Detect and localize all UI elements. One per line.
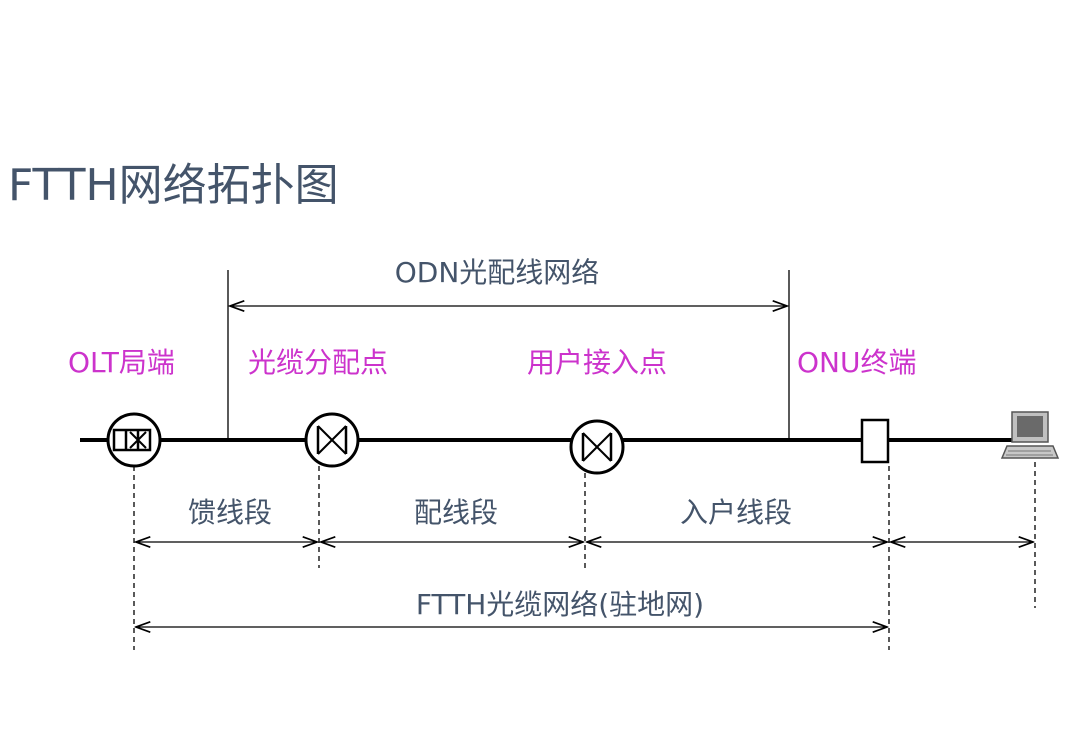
page-title: FTTH网络拓扑图 xyxy=(8,160,339,211)
onu-node-icon xyxy=(860,418,890,464)
computer-icon xyxy=(1000,411,1060,459)
ftth-network-label: FTTH光缆网络(驻地网) xyxy=(416,588,704,621)
drop-segment-label: 入户线段 xyxy=(680,496,792,529)
cable-distribution-label: 光缆分配点 xyxy=(248,346,388,379)
distribution-segment-label: 配线段 xyxy=(414,496,498,529)
onu-label: ONU终端 xyxy=(797,346,916,379)
olt-label: OLT局端 xyxy=(68,346,175,379)
odn-label: ODN光配线网络 xyxy=(395,256,600,289)
user-access-node-icon xyxy=(569,419,625,475)
feeder-segment-label: 馈线段 xyxy=(188,496,272,529)
user-access-label: 用户接入点 xyxy=(527,346,667,379)
cable-distribution-node-icon xyxy=(304,412,360,468)
olt-node-icon xyxy=(106,412,162,468)
